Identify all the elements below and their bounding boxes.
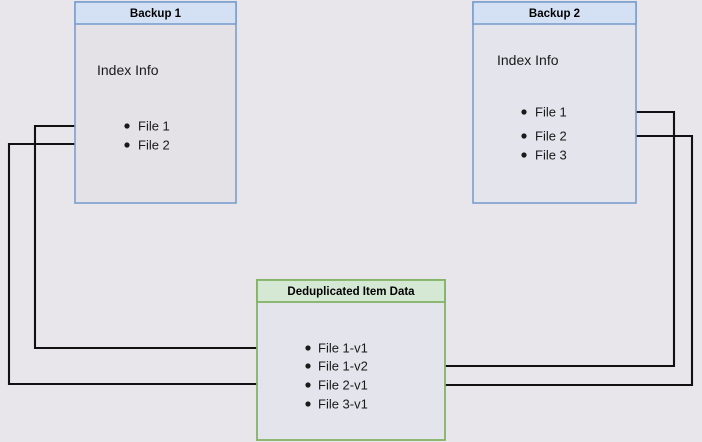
box-deduplicated-item-data[interactable]: Deduplicated Item Data File 1-v1 File 1-… — [256, 279, 446, 441]
bullet-icon — [521, 133, 527, 139]
box-backup-1[interactable]: Backup 1 Index Info File 1 File 2 — [74, 1, 237, 204]
box-backup-2[interactable]: Backup 2 Index Info File 1 File 2 File 3 — [472, 1, 637, 204]
bullet-icon — [305, 363, 311, 369]
backup-1-index-info-label: Index Info — [97, 62, 159, 78]
backup-2-file-list: File 1 File 2 File 3 — [521, 105, 567, 163]
list-item: File 3-v1 — [318, 397, 368, 412]
list-item: File 2 — [138, 138, 170, 153]
backup-1-body — [74, 1, 237, 204]
backup-2-header — [472, 1, 637, 25]
bullet-icon — [305, 401, 311, 407]
backup-1-file-list: File 1 File 2 — [124, 119, 170, 153]
bullet-icon — [124, 123, 130, 129]
dedup-title: Deduplicated Item Data — [287, 286, 415, 298]
connector-backup1-file2 — [7, 142, 301, 388]
backup-2-body — [472, 1, 637, 204]
bullet-icon — [521, 109, 527, 115]
bullet-icon — [124, 142, 130, 148]
list-item: File 1-v1 — [318, 341, 368, 356]
list-item: File 2 — [535, 129, 567, 144]
list-item: File 1-v2 — [318, 359, 368, 374]
list-item: File 1 — [535, 105, 567, 120]
dedup-header — [256, 279, 446, 303]
backup-1-title: Backup 1 — [130, 8, 182, 20]
backup-1-header — [74, 1, 237, 25]
list-item: File 1 — [138, 119, 170, 134]
backup-2-index-info-label: Index Info — [497, 52, 559, 68]
backup-2-title: Backup 2 — [529, 8, 580, 20]
list-item: File 3 — [535, 148, 567, 163]
bullet-icon — [305, 382, 311, 388]
list-item: File 2-v1 — [318, 378, 368, 393]
bullet-icon — [521, 152, 527, 158]
dedup-file-list: File 1-v1 File 1-v2 File 2-v1 File 3-v1 — [305, 341, 368, 412]
connector-backup2-file2 — [394, 134, 694, 389]
bullet-icon — [305, 345, 311, 351]
